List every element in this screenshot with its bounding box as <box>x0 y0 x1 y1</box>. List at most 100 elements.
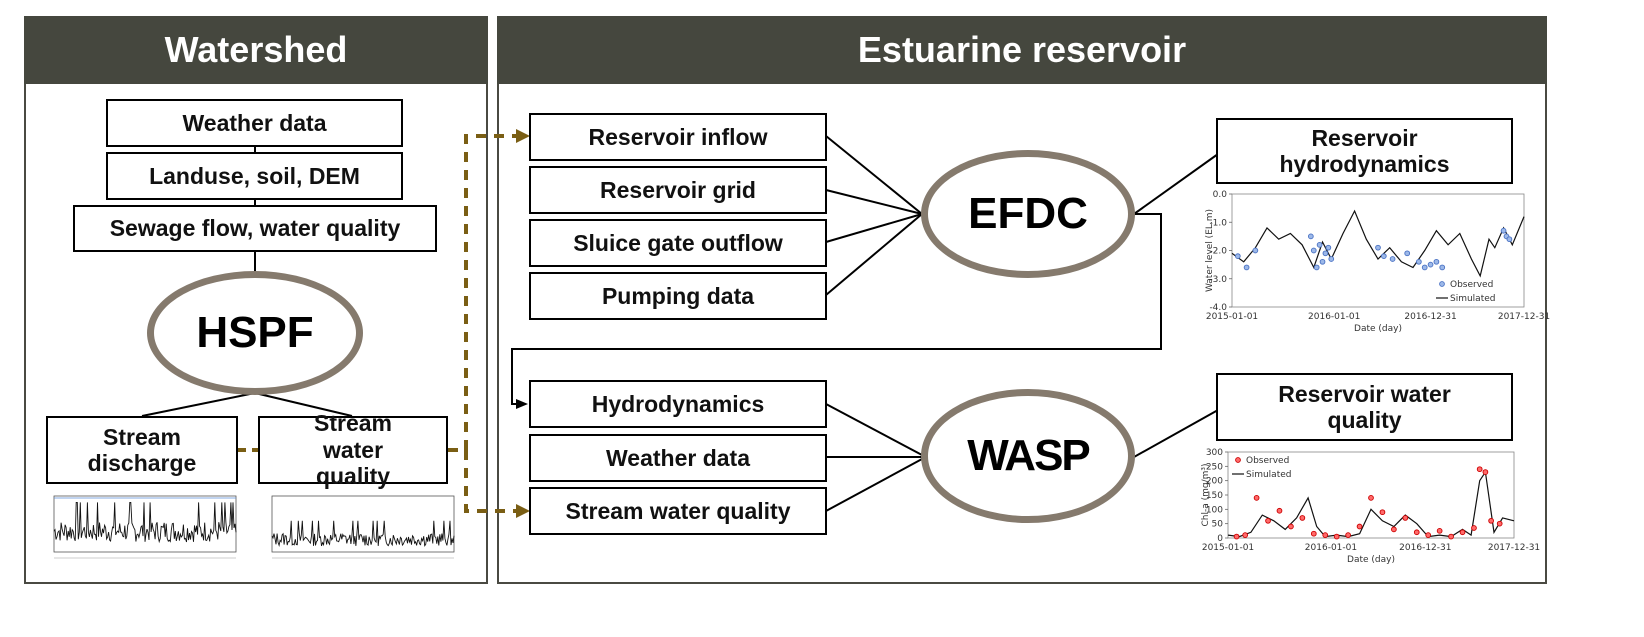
observed-point <box>1265 517 1271 524</box>
x-tick-label: 2015-01-01 <box>1206 312 1258 322</box>
weather-data-box: Weather data <box>106 99 403 147</box>
landuse-soil-dem-box: Landuse, soil, DEM <box>106 152 403 200</box>
legend-observed-label: Observed <box>1450 280 1493 290</box>
observed-point <box>1402 515 1409 521</box>
observed-point <box>1242 532 1249 538</box>
x-axis-label: Date (day) <box>1354 324 1402 334</box>
reservoir-water-quality-box: Reservoir water quality <box>1216 373 1513 441</box>
legend-observed-label: Observed <box>1246 456 1289 466</box>
reservoir-grid-box: Reservoir grid <box>529 166 827 214</box>
observed-point <box>1496 520 1503 527</box>
observed-point <box>1368 495 1374 501</box>
y-axis-label: Chl-a (mg/m³) <box>1201 463 1211 526</box>
observed-point <box>1389 256 1396 262</box>
x-tick-label: 2015-01-01 <box>1202 543 1254 553</box>
observed-point <box>1448 533 1454 540</box>
y-tick-label: 50 <box>1212 520 1224 530</box>
y-tick-label: 200 <box>1206 477 1223 487</box>
observed-point <box>1379 509 1386 516</box>
observed-point <box>1313 264 1320 271</box>
observed-point <box>1488 517 1494 524</box>
observed-point <box>1307 233 1314 240</box>
sewage-flow-box: Sewage flow, water quality <box>73 205 437 252</box>
observed-point <box>1413 529 1420 536</box>
y-tick-label: 0.0 <box>1213 190 1228 200</box>
observed-point <box>1325 244 1332 251</box>
x-tick-label: 2016-12-31 <box>1399 543 1451 553</box>
observed-point <box>1310 530 1317 537</box>
reservoir-inflow-box: Reservoir inflow <box>529 113 827 161</box>
y-tick-label: -4.0 <box>1209 303 1227 313</box>
observed-point <box>1233 533 1240 540</box>
legend-simulated-label: Simulated <box>1246 470 1291 480</box>
observed-point <box>1322 532 1329 538</box>
y-tick-label: 0 <box>1217 534 1223 544</box>
y-tick-label: 100 <box>1206 505 1223 515</box>
efdc-model: EFDC <box>921 150 1135 278</box>
observed-point <box>1404 250 1411 257</box>
observed-point <box>1506 236 1513 243</box>
x-tick-label: 2017-12-31 <box>1488 543 1540 553</box>
observed-point <box>1252 247 1259 254</box>
y-tick-label: -2.0 <box>1209 247 1227 257</box>
observed-point <box>1416 258 1422 265</box>
sluice-gate-outflow-box: Sluice gate outflow <box>529 219 827 267</box>
legend-observed-marker <box>1235 457 1241 463</box>
observed-point <box>1322 250 1329 257</box>
stream-water-quality-input-box: Stream water quality <box>529 487 827 535</box>
observed-point <box>1345 532 1351 538</box>
y-tick-label: 250 <box>1206 462 1223 472</box>
y-axis-label: Water level (EL.m) <box>1205 209 1215 292</box>
stream-quality-plot <box>271 495 455 559</box>
y-tick-label: -1.0 <box>1209 218 1227 228</box>
x-tick-label: 2016-12-31 <box>1404 312 1456 322</box>
legend-simulated-label: Simulated <box>1450 294 1495 304</box>
observed-point <box>1471 525 1477 531</box>
x-axis-label: Date (day) <box>1347 555 1395 565</box>
observed-point <box>1310 247 1317 254</box>
y-tick-label: -3.0 <box>1209 275 1227 285</box>
watershed-header: Watershed <box>24 16 488 84</box>
observed-point <box>1299 515 1306 521</box>
observed-point <box>1253 495 1260 501</box>
observed-point <box>1476 466 1483 473</box>
observed-point <box>1459 529 1466 536</box>
observed-point <box>1319 258 1326 265</box>
observed-point <box>1356 523 1363 530</box>
stream-discharge-box: Stream discharge <box>46 416 238 484</box>
pumping-data-box: Pumping data <box>529 272 827 320</box>
observed-point <box>1436 527 1443 534</box>
observed-point <box>1243 264 1250 271</box>
observed-point <box>1500 227 1507 234</box>
weather-data-reservoir-box: Weather data <box>529 434 827 482</box>
legend-observed-marker <box>1439 281 1445 287</box>
stream-water-quality-box: Stream water quality <box>258 410 448 489</box>
stream-discharge-plot <box>53 495 237 559</box>
observed-point <box>1421 264 1428 271</box>
observed-point <box>1316 241 1323 248</box>
simulated-series-line <box>1227 470 1515 538</box>
x-tick-label: 2016-01-01 <box>1305 543 1357 553</box>
observed-point <box>1333 533 1340 540</box>
observed-point <box>1391 526 1397 533</box>
hspf-model: HSPF <box>147 271 363 395</box>
plot-area <box>1227 451 1515 539</box>
observed-point <box>1328 256 1335 262</box>
hydrodynamics-box: Hydrodynamics <box>529 380 827 428</box>
observed-point <box>1276 507 1283 514</box>
observed-point <box>1433 258 1440 265</box>
observed-point <box>1482 469 1489 475</box>
y-tick-label: 300 <box>1206 448 1223 458</box>
reservoir-hydrodynamics-box: Reservoir hydrodynamics <box>1216 118 1513 184</box>
x-tick-label: 2017-12-31 <box>1498 312 1550 322</box>
observed-point <box>1439 264 1446 271</box>
observed-point <box>1234 253 1241 260</box>
observed-point <box>1375 244 1381 251</box>
observed-point <box>1288 523 1294 530</box>
reservoir-header: Estuarine reservoir <box>497 16 1547 84</box>
y-tick-label: 150 <box>1206 491 1223 501</box>
x-tick-label: 2016-01-01 <box>1308 312 1360 322</box>
